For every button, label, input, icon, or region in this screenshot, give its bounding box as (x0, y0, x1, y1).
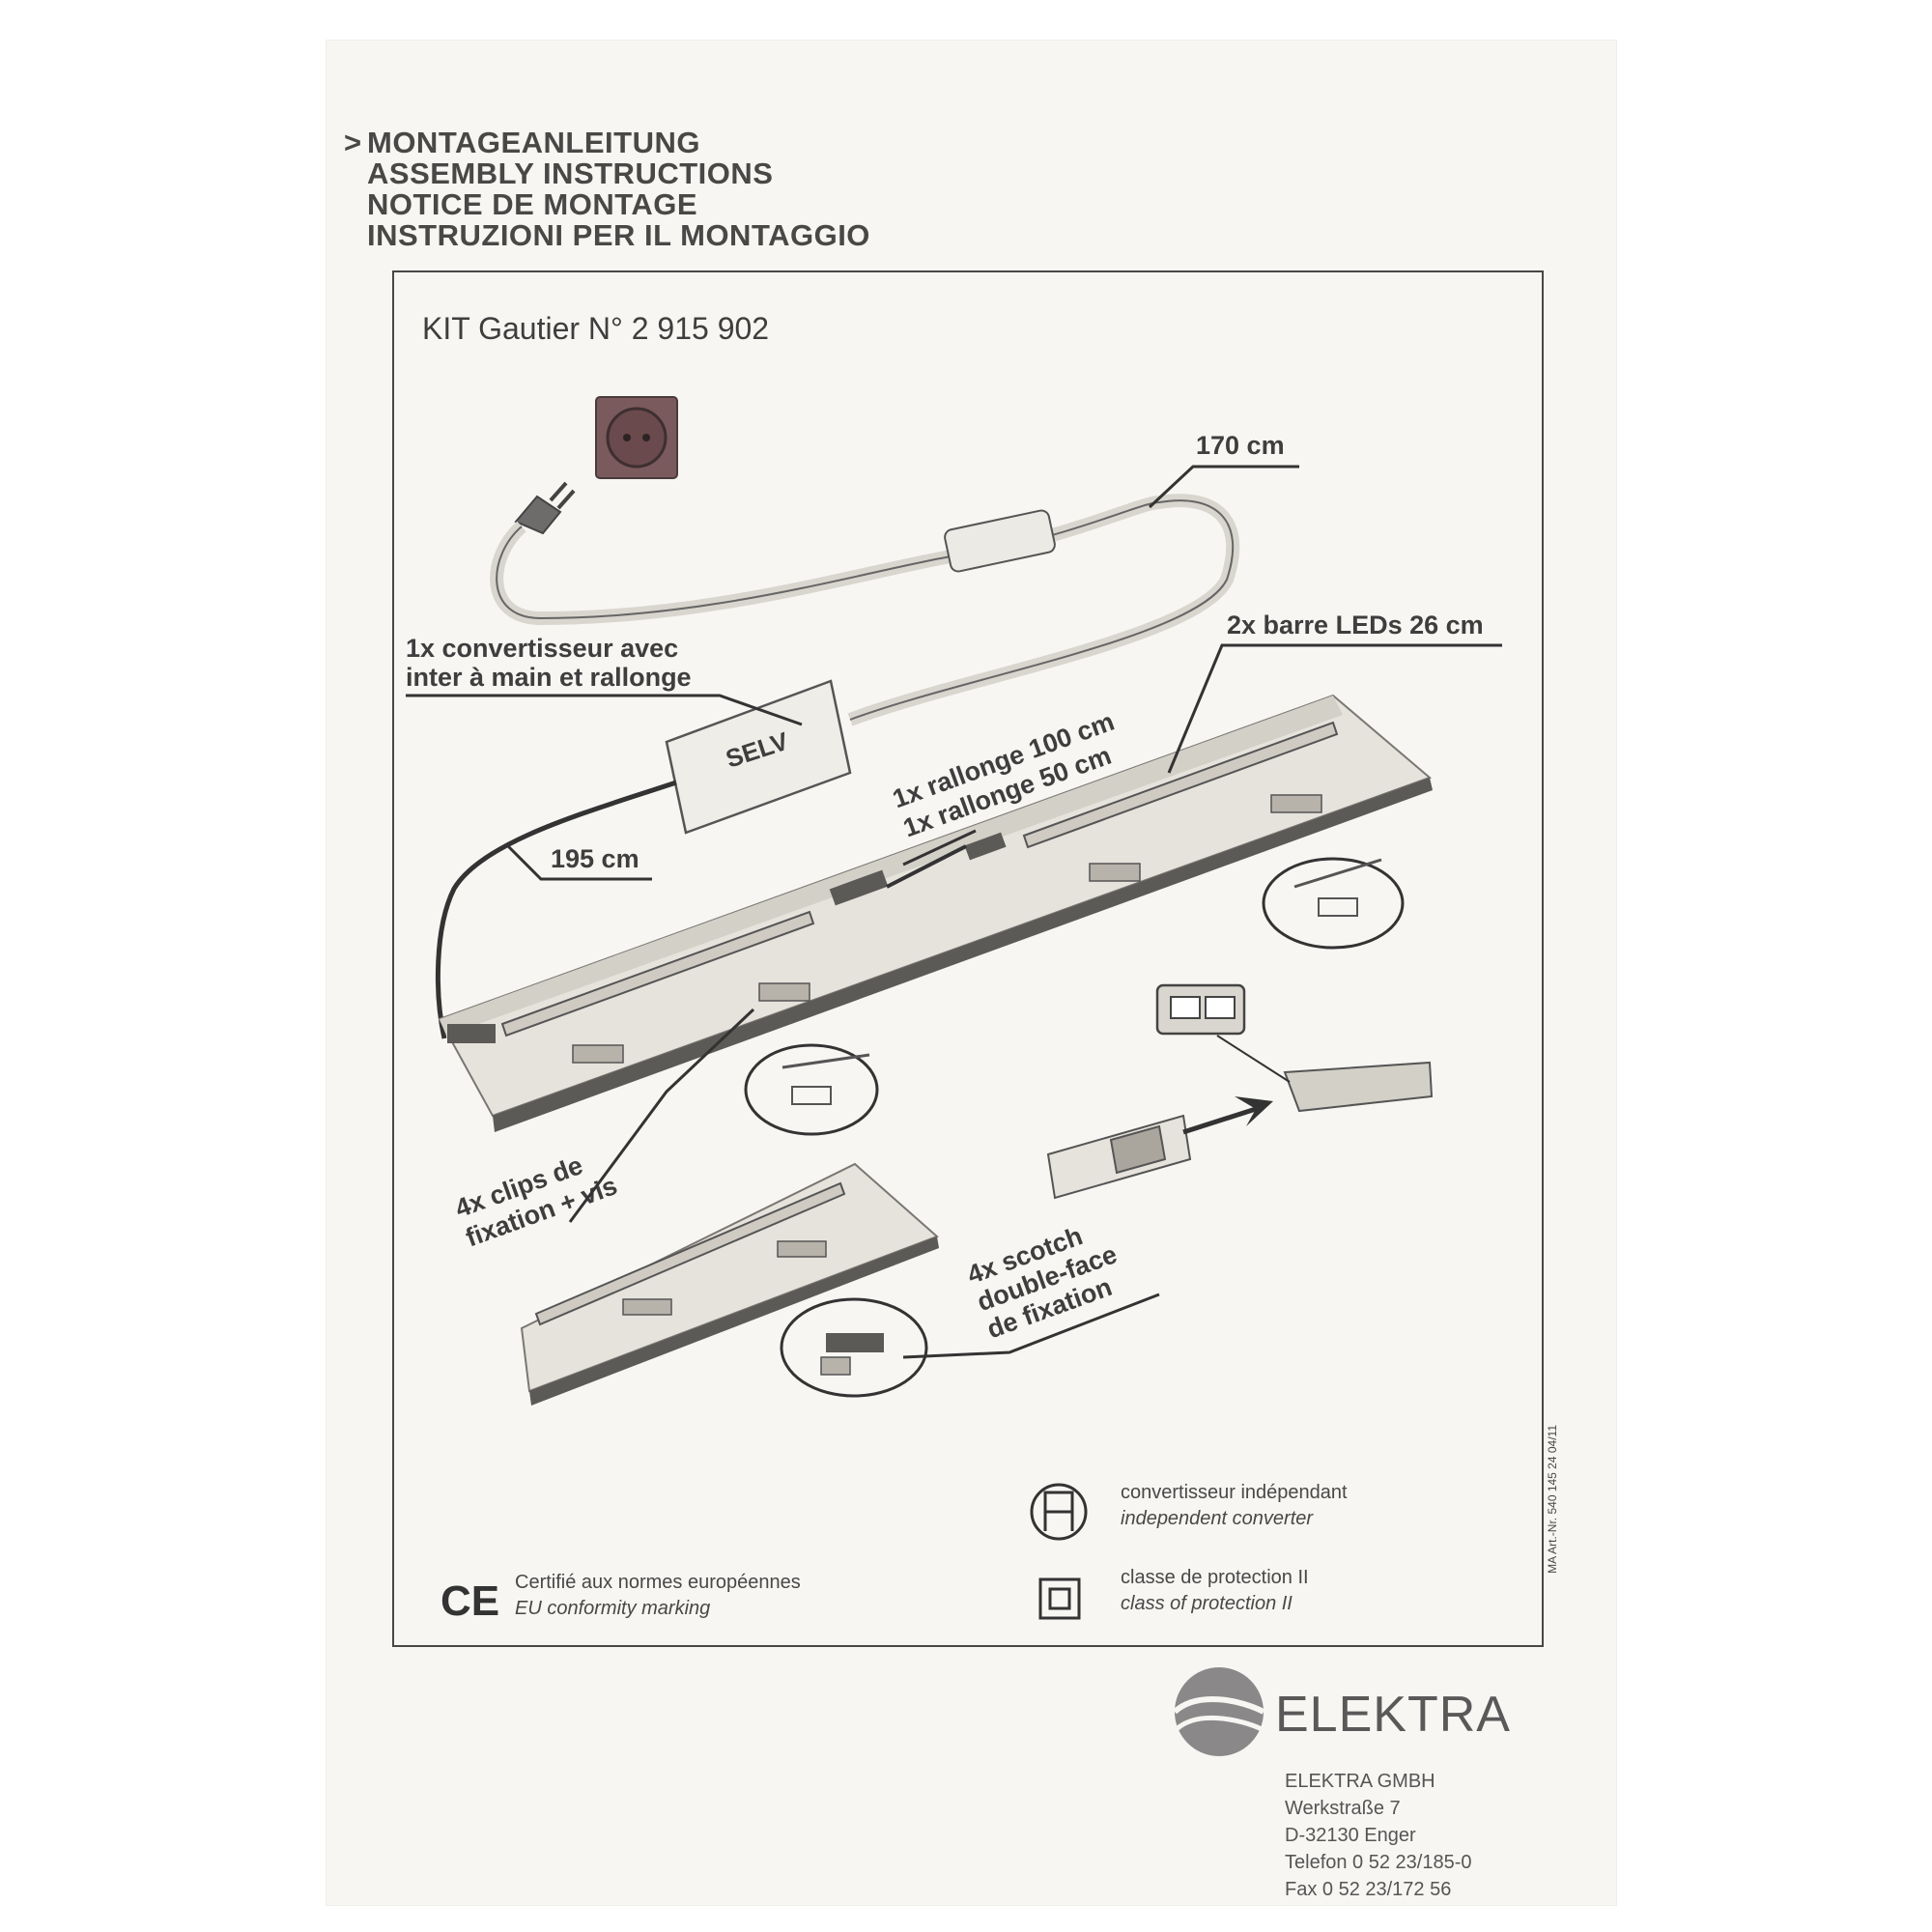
legend-ce-en: EU conformity marking (515, 1598, 711, 1619)
cable-170-label: 170 cm (1196, 431, 1285, 460)
board-end-connector (447, 1024, 496, 1043)
legend-converter: convertisseur indépendant independent co… (1121, 1480, 1348, 1532)
address-line: Werkstraße 7 (1285, 1798, 1401, 1819)
clip-detail-left (744, 1043, 879, 1136)
title-en: ASSEMBLY INSTRUCTIONS (367, 156, 774, 190)
legend-ce-fr: Certifié aux normes européennes (515, 1572, 801, 1593)
main-mounting-board (438, 694, 1433, 1132)
address-line: Telefon 0 52 23/185-0 (1285, 1852, 1472, 1873)
wall-socket-icon (595, 396, 678, 479)
clip-4 (1270, 794, 1322, 813)
legend-class-fr: classe de protection II (1121, 1567, 1309, 1588)
legend-converter-fr: convertisseur indépendant (1121, 1482, 1348, 1503)
connector-detail (1046, 983, 1434, 1200)
independent-converter-icon (1030, 1483, 1088, 1541)
legend-ce: Certifié aux normes européennes EU confo… (515, 1570, 801, 1622)
clip-1 (572, 1044, 624, 1064)
elektra-logo-icon (1172, 1667, 1265, 1756)
address-line: D-32130 Enger (1285, 1825, 1416, 1846)
class-ii-icon (1038, 1577, 1081, 1620)
article-number: MA Art.-Nr. 540 145 24 04/11 (1546, 1425, 1559, 1574)
led-bar-2 (1022, 721, 1339, 849)
ce-mark-icon: CE (440, 1577, 499, 1625)
led-bar-1 (500, 910, 815, 1037)
title-arrow: > (344, 126, 362, 159)
brand-name: ELEKTRA (1275, 1687, 1511, 1743)
hand-switch (944, 509, 1056, 573)
legend-class-en: class of protection II (1121, 1593, 1293, 1614)
kit-title: KIT Gautier N° 2 915 902 (422, 311, 770, 346)
extension-connector-1 (829, 869, 889, 906)
led-bars-label: 2x barre LEDs 26 cm (1227, 611, 1484, 639)
title-it: INSTRUZIONI PER IL MONTAGGIO (367, 218, 870, 252)
legend-class: classe de protection II class of protect… (1121, 1565, 1309, 1617)
title-fr: NOTICE DE MONTAGE (367, 187, 698, 221)
converter-label-line2: inter à main et rallonge (406, 663, 692, 692)
diagram-frame (392, 270, 1544, 1647)
second-mounting-board (520, 1162, 939, 1406)
converter-box: SELV (665, 679, 852, 835)
title-de: MONTAGEANLEITUNG (367, 126, 700, 159)
company-address: ELEKTRA GMBH Werkstraße 7 D-32130 Enger … (1285, 1768, 1472, 1903)
plug-icon (514, 481, 576, 535)
cable-195-label: 195 cm (551, 844, 639, 873)
extension-connector-2 (964, 832, 1007, 861)
converter-label-line1: 1x convertisseur avec (406, 634, 678, 663)
clip-3 (1089, 863, 1141, 882)
clip-2 (758, 982, 810, 1002)
address-line: Fax 0 52 23/172 56 (1285, 1879, 1452, 1900)
legend-converter-en: independent converter (1121, 1508, 1314, 1529)
address-line: ELEKTRA GMBH (1285, 1771, 1435, 1792)
clip-detail-right (1262, 857, 1405, 950)
instructions-title: > MONTAGEANLEITUNG ASSEMBLY INSTRUCTIONS… (344, 126, 870, 252)
paper-sheet (327, 41, 1616, 1905)
